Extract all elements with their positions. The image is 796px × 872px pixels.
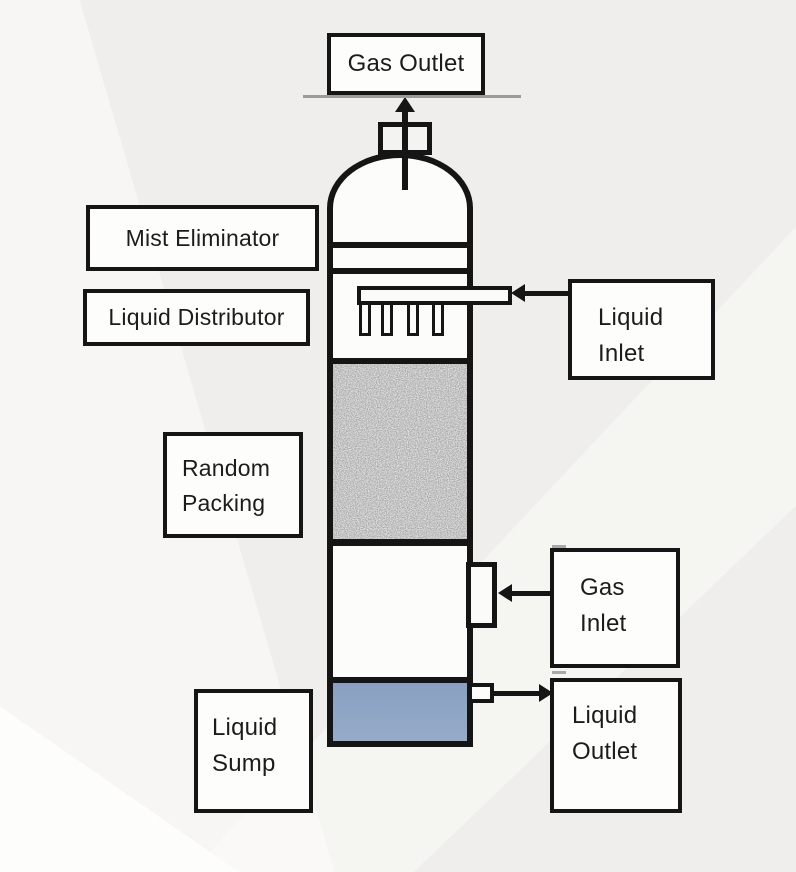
liquid-inlet-arrow — [524, 291, 568, 296]
liquid-outlet-arrow-head-icon — [539, 684, 553, 702]
label-random-packing-text: Random Packing — [182, 455, 271, 516]
gas-inlet-nozzle — [466, 562, 497, 628]
liquid-sump-fill — [333, 683, 467, 741]
distributor-drip-tube — [381, 300, 393, 336]
label-liquid-sump: Liquid Sump — [194, 689, 313, 813]
label-gas-outlet-text: Gas Outlet — [347, 50, 465, 77]
label-gas-inlet-text: Gas Inlet — [580, 574, 627, 637]
label-liquid-sump-text: Liquid Sump — [212, 714, 278, 777]
label-liquid-inlet-text: Liquid Inlet — [598, 304, 664, 367]
label-mist-eliminator: Mist Eliminator — [86, 205, 319, 271]
sump-top-line — [327, 677, 473, 683]
mist-eliminator-top-line — [327, 242, 473, 248]
label-liquid-inlet: Liquid Inlet — [568, 279, 715, 380]
distributor-drip-tube — [407, 300, 419, 336]
distributor-drip-tube — [359, 300, 371, 336]
label-liquid-distributor-text: Liquid Distributor — [108, 304, 285, 330]
random-packing-texture — [333, 364, 467, 539]
label-liquid-distributor: Liquid Distributor — [83, 289, 310, 346]
gas-inlet-arrow-head-icon — [498, 584, 512, 602]
gas-outlet-arrow-head-icon — [395, 97, 415, 112]
liquid-outlet-box-corner-mark — [552, 671, 566, 674]
gas-outlet-arrow — [402, 111, 408, 190]
liquid-outlet-nozzle — [468, 683, 494, 703]
distributor-drip-tube — [432, 300, 444, 336]
label-random-packing: Random Packing — [163, 432, 303, 538]
gas-outlet-underline — [303, 95, 521, 98]
mist-eliminator-bottom-line — [327, 268, 473, 274]
liquid-distributor-pipe — [357, 286, 512, 305]
packing-bed-top-line — [327, 358, 473, 364]
gas-inlet-box-corner-mark — [552, 545, 566, 548]
label-liquid-outlet: Liquid Outlet — [550, 678, 682, 813]
gas-inlet-arrow — [511, 591, 552, 596]
label-liquid-outlet-text: Liquid Outlet — [572, 702, 638, 765]
liquid-outlet-arrow — [492, 691, 541, 696]
label-gas-inlet: Gas Inlet — [550, 548, 680, 668]
packing-bed-support-line — [327, 539, 473, 546]
label-gas-outlet: Gas Outlet — [327, 33, 485, 95]
label-mist-eliminator-text: Mist Eliminator — [125, 224, 280, 251]
liquid-inlet-arrow-head-icon — [511, 284, 525, 302]
